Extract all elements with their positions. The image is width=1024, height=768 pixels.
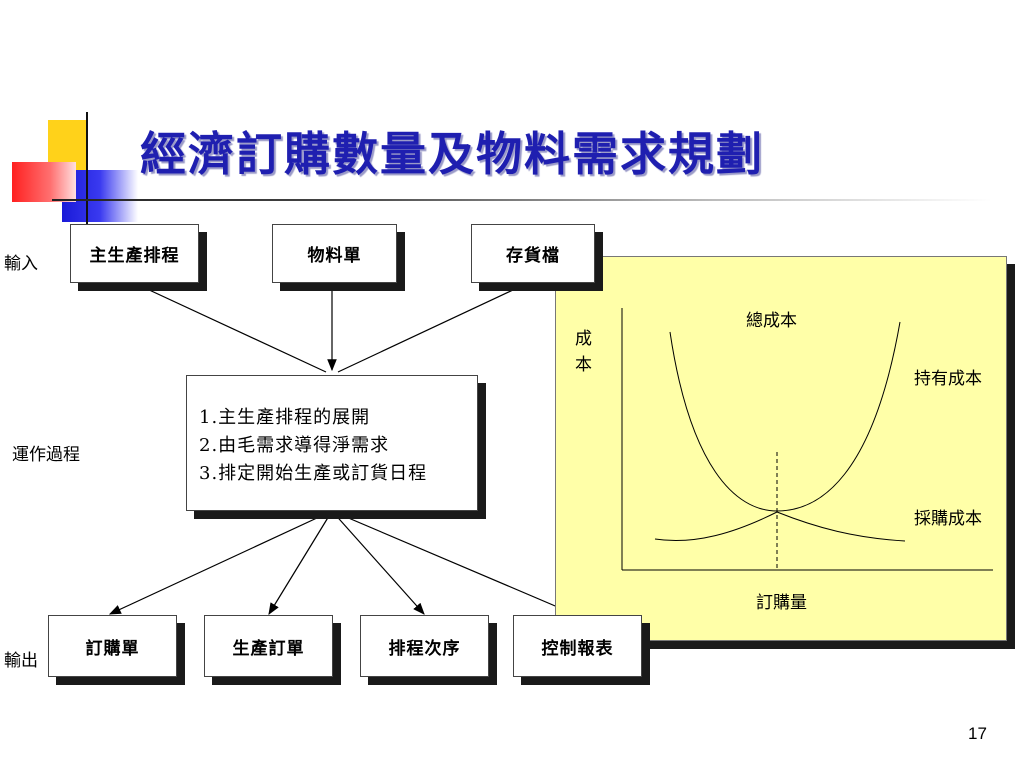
total-cost-label: 總成本 <box>746 311 797 331</box>
total-cost-curve <box>669 321 901 512</box>
output-box-production-order: 生產訂單 <box>204 615 333 677</box>
title-underline <box>52 199 992 201</box>
connector-output-3 <box>331 510 425 615</box>
output-label: 輸出 <box>4 651 38 671</box>
ordering-cost-curve <box>655 322 900 540</box>
cost-chart-panel <box>555 256 1007 641</box>
holding-cost-label: 持有成本 <box>914 369 982 389</box>
process-step-3: 3.排定開始生產或訂貨日程 <box>199 463 428 484</box>
slide-title: 經濟訂購數量及物料需求規劃 <box>140 127 764 181</box>
output-box-purchase-order: 訂購單 <box>48 615 177 677</box>
input-label: 輸入 <box>4 254 38 274</box>
process-label: 運作過程 <box>12 445 80 465</box>
input-box-inventory-file: 存貨檔 <box>471 224 595 283</box>
decor-red-square <box>12 162 76 202</box>
connector-output-1 <box>108 510 333 615</box>
output-box-schedule-sequence: 排程次序 <box>360 615 489 677</box>
connector-input-1 <box>131 281 327 373</box>
process-step-2: 2.由毛需求導得淨需求 <box>199 435 390 456</box>
y-axis-label-2: 本 <box>575 355 592 375</box>
process-steps-box: 1.主生產排程的展開 2.由毛需求導得淨需求 3.排定開始生產或訂貨日程 <box>186 375 478 511</box>
connector-input-3 <box>337 281 531 373</box>
ordering-cost-label: 採購成本 <box>914 509 982 529</box>
y-axis-label-1: 成 <box>575 329 592 349</box>
page-number: 17 <box>968 724 987 743</box>
decor-vertical-line <box>86 112 88 224</box>
connector-output-4 <box>331 510 576 615</box>
purchasing-cost-curve <box>654 511 906 542</box>
x-axis-label: 訂購量 <box>756 593 807 613</box>
output-box-control-report: 控制報表 <box>513 615 642 677</box>
process-step-1: 1.主生產排程的展開 <box>199 407 371 428</box>
connector-output-2 <box>268 510 333 616</box>
input-box-master-schedule: 主生產排程 <box>70 224 199 283</box>
cost-chart <box>621 308 993 571</box>
input-box-bill-of-materials: 物料單 <box>272 224 397 283</box>
